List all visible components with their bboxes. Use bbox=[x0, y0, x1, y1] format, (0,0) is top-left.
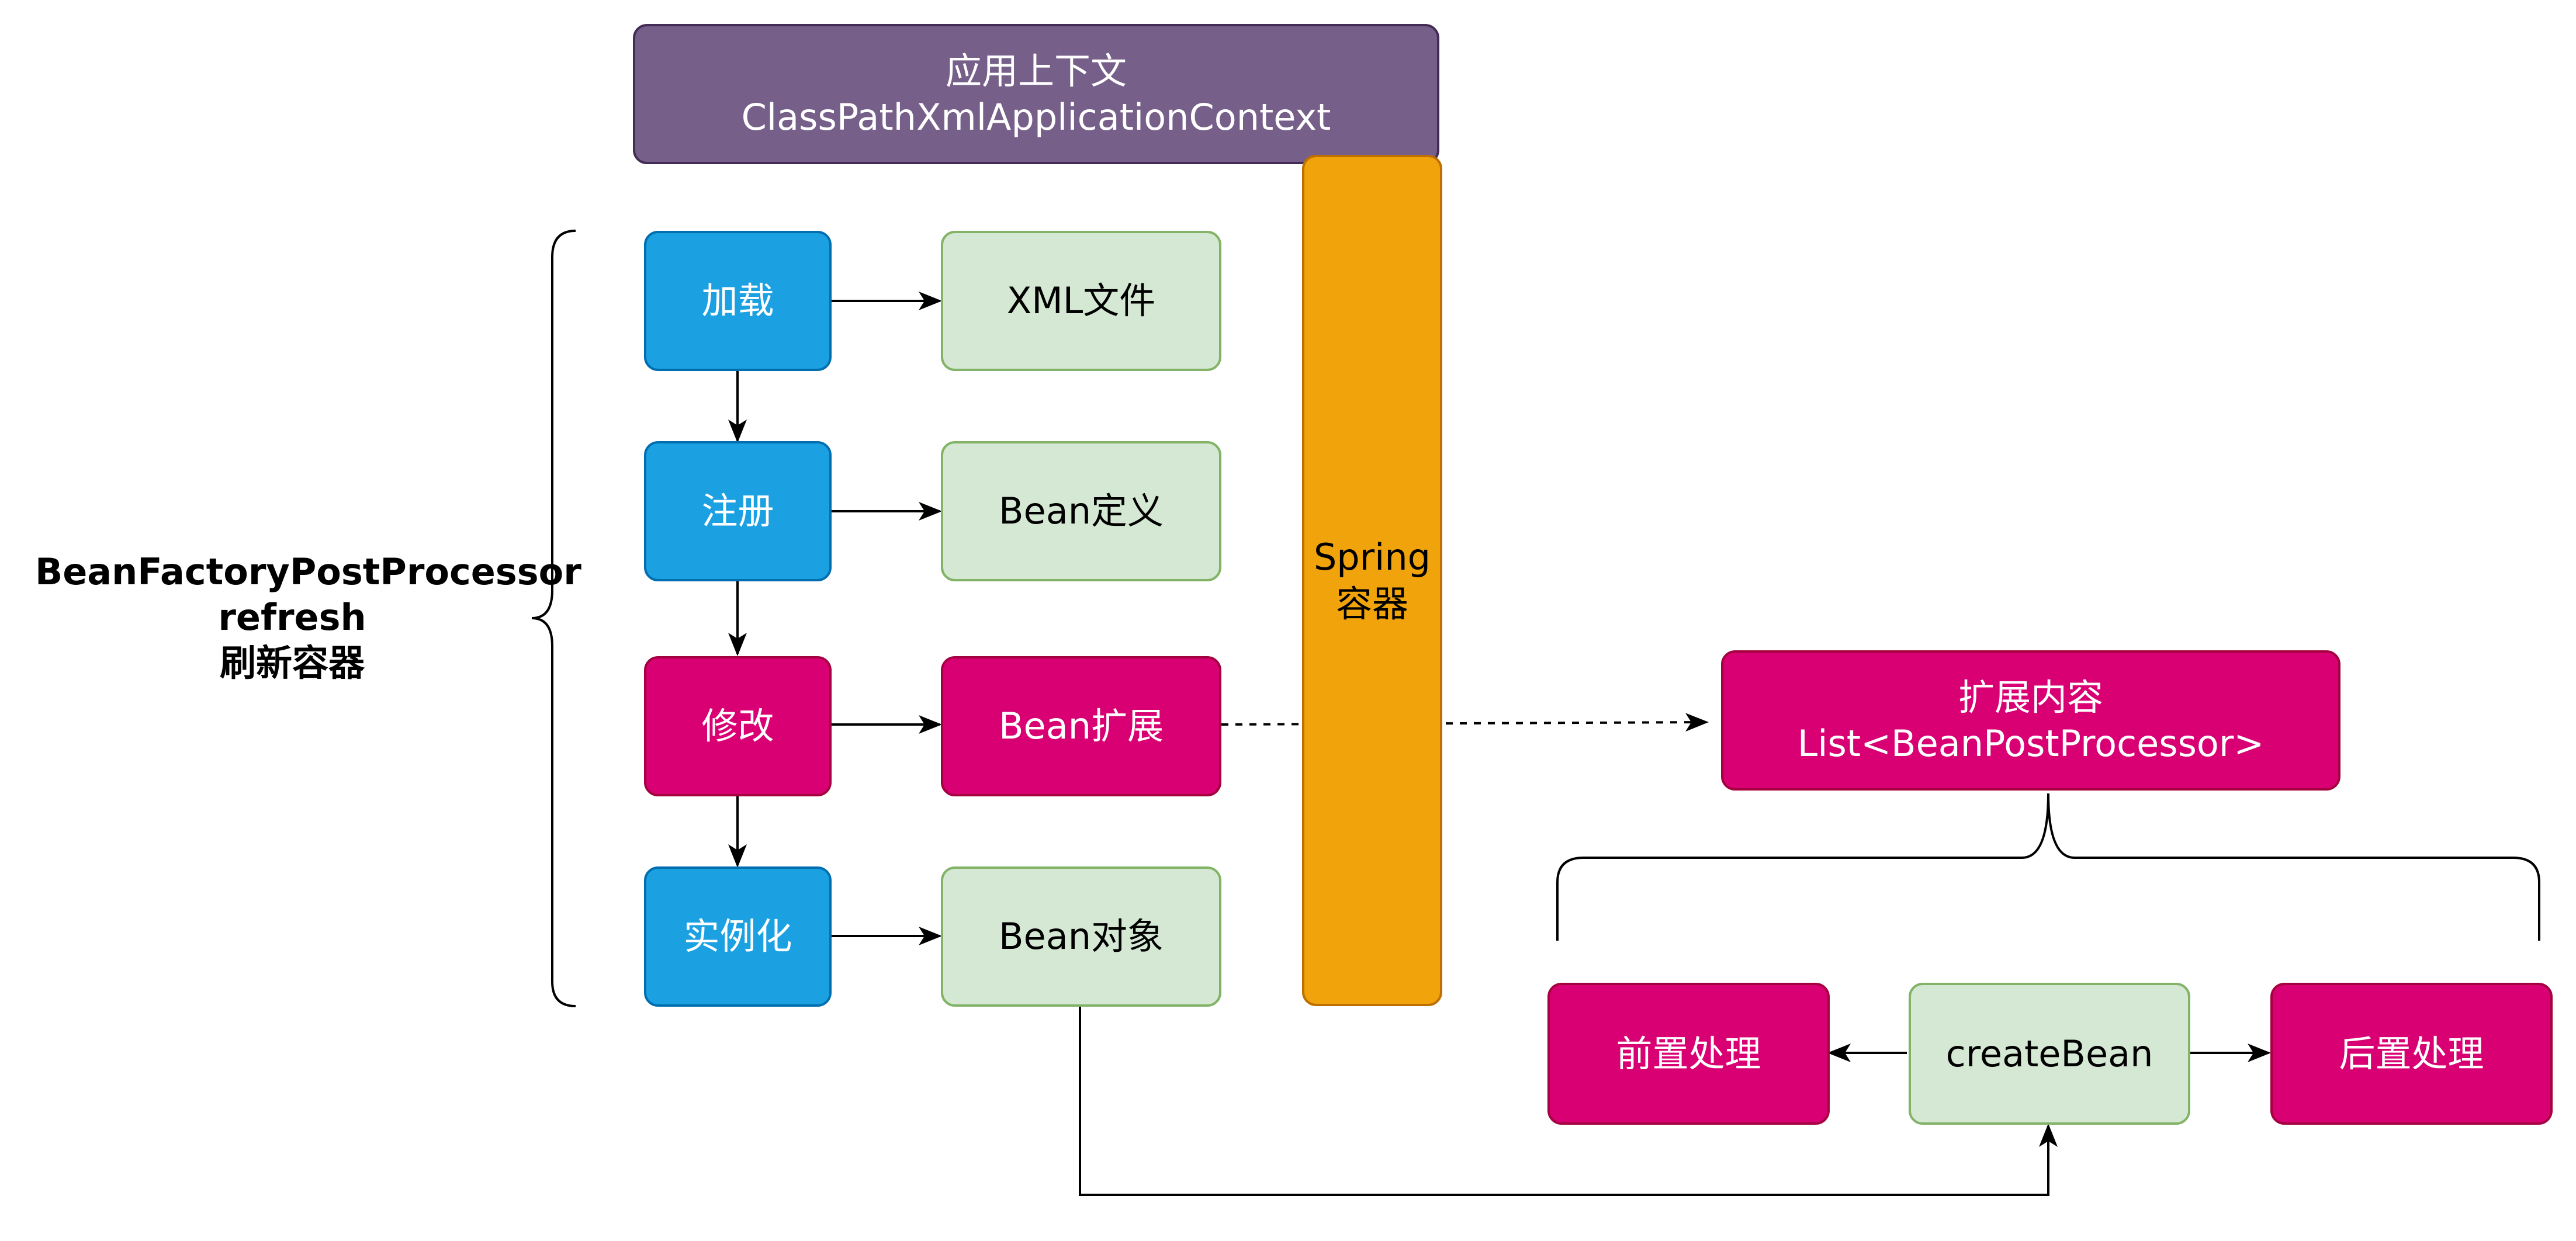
spring-container-name: Spring bbox=[1313, 536, 1431, 579]
output-xml-file: XML文件 bbox=[941, 231, 1221, 371]
left-brace bbox=[531, 230, 576, 1007]
post-processing-box: 后置处理 bbox=[2270, 983, 2553, 1125]
refresh-label: BeanFactoryPostProcessor refresh 刷新容器 bbox=[35, 549, 581, 686]
step-load: 加载 bbox=[644, 231, 832, 371]
output-bean-definition: Bean定义 bbox=[941, 441, 1221, 581]
output-bean-extension-label: Bean扩展 bbox=[999, 705, 1164, 748]
create-bean-label: createBean bbox=[1945, 1032, 2153, 1075]
extension-brace bbox=[1556, 793, 2540, 941]
application-context-box: 应用上下文 ClassPathXmlApplicationContext bbox=[633, 24, 1439, 164]
step-load-label: 加载 bbox=[701, 279, 774, 323]
output-bean-extension: Bean扩展 bbox=[941, 656, 1221, 796]
spring-container-box: Spring 容器 bbox=[1302, 155, 1442, 1006]
step-register-label: 注册 bbox=[701, 490, 774, 533]
step-modify-label: 修改 bbox=[701, 705, 774, 748]
output-bean-definition-label: Bean定义 bbox=[999, 490, 1164, 533]
post-processing-label: 后置处理 bbox=[2339, 1032, 2484, 1075]
bean-factory-post-processor-text: BeanFactoryPostProcessor bbox=[35, 550, 581, 593]
output-xml-file-label: XML文件 bbox=[1006, 279, 1156, 323]
application-context-title: 应用上下文 bbox=[945, 49, 1127, 92]
output-bean-object: Bean对象 bbox=[941, 866, 1221, 1007]
extension-content-box: 扩展内容 List<BeanPostProcessor> bbox=[1721, 650, 2340, 791]
arrow-extension-to-content bbox=[1221, 713, 1709, 732]
step-modify: 修改 bbox=[644, 656, 832, 796]
step-instantiate: 实例化 bbox=[644, 866, 832, 1007]
spring-container-label: 容器 bbox=[1335, 582, 1408, 625]
refresh-container-text: 刷新容器 bbox=[219, 642, 365, 685]
pre-processing-box: 前置处理 bbox=[1547, 983, 1830, 1125]
step-instantiate-label: 实例化 bbox=[683, 915, 792, 958]
extension-content-title: 扩展内容 bbox=[1958, 675, 2103, 719]
extension-content-list: List<BeanPostProcessor> bbox=[1797, 722, 2265, 765]
application-context-class: ClassPathXmlApplicationContext bbox=[741, 96, 1331, 138]
step-register: 注册 bbox=[644, 441, 832, 581]
arrow-object-to-createbean bbox=[1079, 1007, 2058, 1196]
refresh-text: refresh bbox=[218, 596, 366, 639]
output-bean-object-label: Bean对象 bbox=[999, 915, 1164, 958]
create-bean-box: createBean bbox=[1909, 983, 2190, 1125]
pre-processing-label: 前置处理 bbox=[1616, 1032, 1761, 1075]
